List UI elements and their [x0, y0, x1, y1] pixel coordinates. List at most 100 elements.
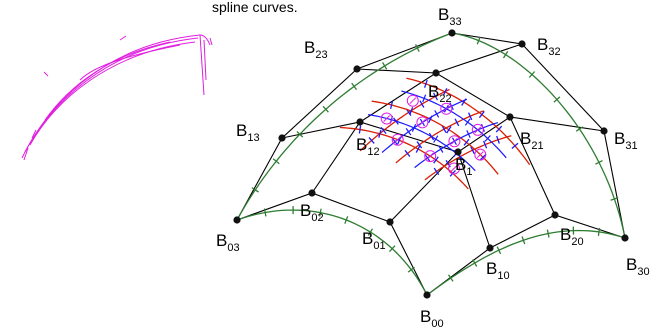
control-point-label-b00: B00	[420, 307, 444, 330]
curve-tick	[433, 135, 439, 143]
label-subscript: 03	[227, 242, 239, 254]
control-point-label-b23: B23	[304, 38, 328, 61]
control-point-label-b10: B10	[486, 259, 510, 282]
curve-tick	[597, 227, 601, 236]
label-base: B	[614, 129, 625, 148]
red-iso-curve	[395, 110, 485, 164]
curve-tick	[382, 62, 388, 70]
control-point-b20	[551, 211, 559, 219]
curve-tick	[502, 50, 509, 59]
curve-tick	[424, 154, 431, 162]
curve-tick	[358, 125, 362, 134]
label-base: B	[300, 201, 311, 220]
label-subscript: 13	[247, 132, 259, 144]
curve-tick	[595, 160, 603, 165]
control-point-b23	[353, 65, 361, 73]
curve-tick	[404, 149, 411, 157]
control-net-line	[311, 43, 523, 194]
boundary-curves	[236, 32, 626, 296]
label-subscript: 10	[497, 270, 509, 282]
control-point-label-b02: B02	[300, 201, 324, 224]
label-subscript: 20	[571, 236, 583, 248]
curve-tick	[322, 105, 329, 113]
curve-tick	[389, 100, 394, 110]
curve-tick	[296, 131, 304, 138]
label-base: B	[455, 155, 466, 174]
control-point-label-b21: B21	[520, 129, 544, 152]
label-base: B	[362, 229, 373, 248]
label-subscript: 02	[311, 212, 323, 224]
magenta-marker-stroke	[474, 126, 482, 134]
curve-tick	[575, 126, 584, 132]
magenta-marker-stroke	[426, 152, 434, 160]
curve-tick	[351, 82, 358, 90]
curve-tick	[476, 36, 481, 45]
magenta-marker-stroke	[419, 119, 426, 126]
curve-tick	[553, 96, 561, 103]
curve-tick	[423, 79, 428, 88]
curve-tick	[447, 274, 454, 282]
label-subscript: 1	[466, 166, 472, 178]
control-point-b21	[506, 113, 514, 121]
label-base: B	[438, 5, 449, 24]
magenta-marker	[474, 148, 487, 161]
curve-tick	[472, 259, 478, 267]
curve-tick	[380, 126, 387, 135]
curve-tick	[470, 146, 475, 155]
curve-tick	[463, 138, 470, 146]
label-subscript: 00	[431, 318, 443, 330]
magenta-marker-stroke	[442, 105, 450, 113]
control-point-label-b01: B01	[362, 229, 386, 252]
curve-tick	[378, 129, 382, 138]
curve-tick	[415, 145, 421, 153]
curve-tick	[454, 118, 460, 127]
curve-tick	[546, 229, 550, 238]
control-points	[233, 29, 629, 299]
curve-tick	[434, 110, 440, 118]
control-point-b03	[233, 216, 241, 224]
label-subscript: 33	[449, 16, 461, 28]
magenta-marker	[406, 94, 419, 107]
control-net-line	[236, 192, 428, 296]
label-subscript: 22	[439, 93, 451, 105]
magenta-marker-stroke	[450, 165, 458, 172]
curve-tick	[441, 125, 447, 133]
control-point-label-b20: B20	[560, 225, 584, 248]
label-subscript: 30	[637, 266, 649, 278]
label-base: B	[356, 135, 367, 154]
curve-tick	[411, 123, 417, 132]
label-subscript: 23	[315, 49, 327, 61]
curve-tick	[433, 167, 440, 176]
curve-tick	[482, 140, 488, 149]
control-point-label-b12: B12	[356, 135, 380, 158]
curve-tick	[438, 145, 444, 153]
control-point-b22	[432, 69, 440, 77]
control-net-line	[236, 32, 453, 221]
control-net	[236, 32, 626, 296]
curve-tick	[528, 71, 536, 78]
curve-tick	[367, 228, 374, 236]
label-base: B	[304, 38, 315, 57]
control-point-label-b13: B13	[236, 121, 260, 144]
magenta-marker	[380, 112, 393, 125]
label-base: B	[420, 307, 431, 326]
control-point-b31	[600, 127, 608, 135]
red-iso-curve	[424, 135, 512, 181]
magenta-marker	[440, 102, 453, 115]
red-iso-curve	[406, 77, 531, 166]
label-subscript: 01	[373, 240, 385, 252]
control-point-b11	[454, 148, 462, 156]
control-point-b33	[448, 29, 456, 37]
curve-tick	[344, 216, 349, 224]
curve-tick	[407, 266, 415, 273]
magenta-marker	[416, 116, 429, 129]
curve-tick	[468, 112, 473, 121]
curve-tick	[442, 88, 448, 96]
curve-tick	[446, 125, 452, 134]
curve-tick	[495, 125, 503, 133]
curve-tick	[422, 94, 427, 103]
magenta-marker	[391, 133, 404, 146]
curve-tick	[478, 111, 485, 119]
control-net-line	[356, 68, 556, 216]
